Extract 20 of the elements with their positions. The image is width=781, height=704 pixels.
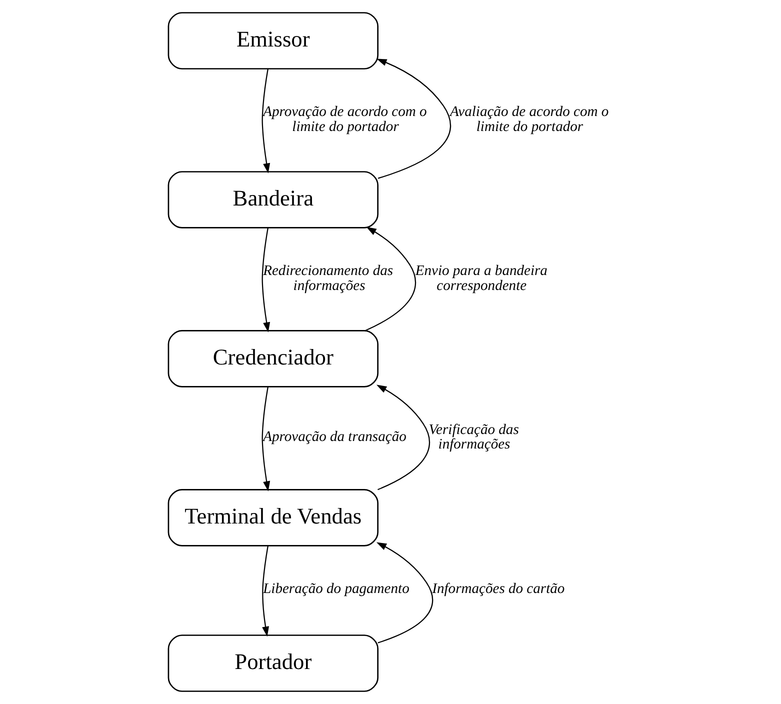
edge-label: Avaliação de acordo com o limite do portador xyxy=(450,104,608,135)
edge-label: Liberação do pagamento xyxy=(262,581,409,598)
edge-label: Envio para a bandeira correspondente xyxy=(414,263,547,294)
arrow xyxy=(376,542,433,644)
arrow xyxy=(262,546,269,637)
node-box: Portador xyxy=(167,634,378,692)
edge-label: Informações do cartão xyxy=(432,581,564,598)
edge-label: Aprovação de acordo com o limite do portador xyxy=(262,104,426,135)
node-box: Emissor xyxy=(167,12,378,70)
arrow xyxy=(364,226,416,332)
arrow xyxy=(261,386,270,492)
node-box: Terminal de Vendas xyxy=(167,489,378,546)
arrow xyxy=(261,228,270,332)
arrow xyxy=(261,68,270,174)
arrow xyxy=(376,58,450,179)
edge-label: Verificação das informações xyxy=(428,422,518,453)
node-box: Bandeira xyxy=(167,171,378,228)
edge-label: Redirecionamento das informações xyxy=(262,263,393,294)
node-box: Credenciador xyxy=(167,330,378,388)
arrow xyxy=(376,384,430,490)
